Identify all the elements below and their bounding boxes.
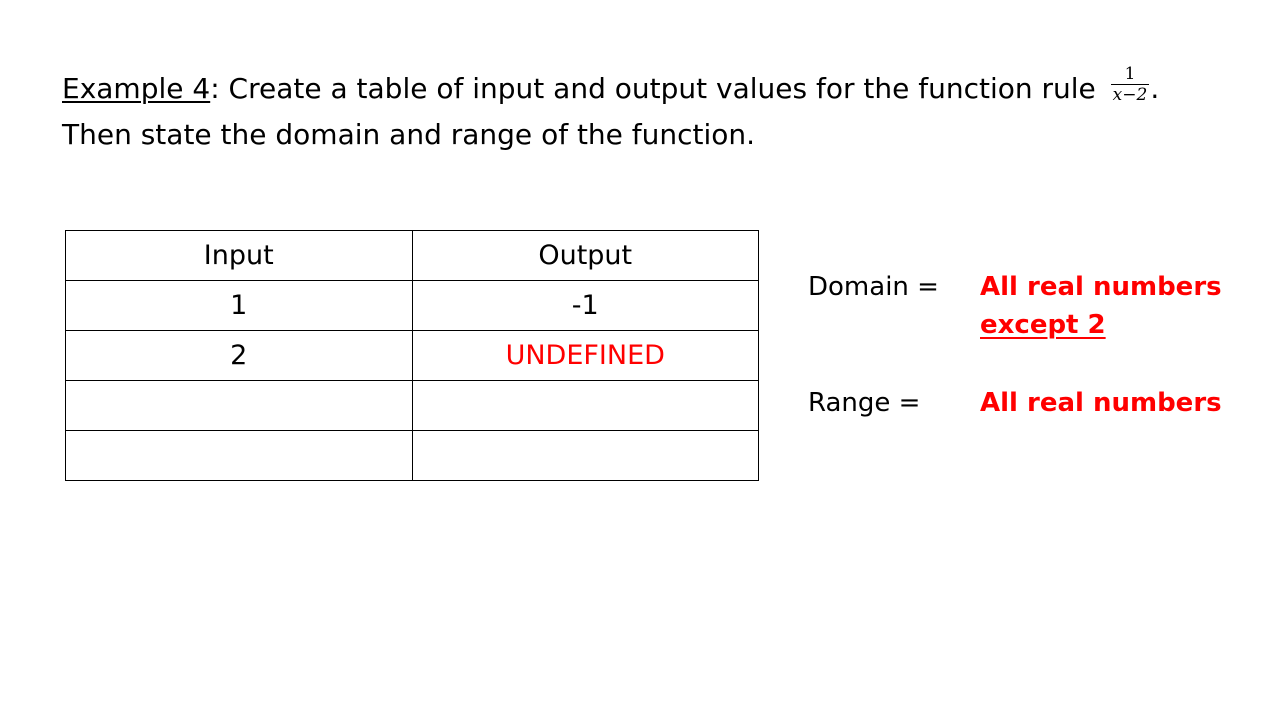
range-label: Range = [808, 388, 921, 418]
input-cell: 1 [65, 280, 413, 331]
heading-line1-text: : Create a table of input and output val… [210, 72, 1105, 105]
header-input: Input [65, 230, 413, 281]
table-row [65, 430, 759, 481]
fraction-denominator: x−2 [1112, 84, 1148, 105]
heading-line1-end: . [1150, 72, 1160, 105]
fraction-numerator: 1 [1110, 64, 1150, 85]
domain-label: Domain = [808, 272, 939, 302]
input-cell [65, 430, 413, 481]
output-cell: -1 [411, 280, 759, 331]
output-cell [411, 430, 759, 481]
input-output-table: Input Output 1 -1 2 UNDEFINED [65, 230, 759, 481]
input-cell: 2 [65, 330, 413, 381]
domain-value-line1: All real numbers [980, 272, 1222, 302]
heading-line-2: Then state the domain and range of the f… [62, 118, 756, 151]
problem-heading: Example 4: Create a table of input and o… [62, 64, 1262, 158]
table-row: 2 UNDEFINED [65, 330, 759, 381]
example-label: Example 4 [62, 72, 211, 105]
domain-value-line2: except 2 [980, 310, 1106, 340]
output-cell [411, 380, 759, 431]
input-cell [65, 380, 413, 431]
output-cell-undefined: UNDEFINED [411, 330, 759, 381]
range-value: All real numbers [980, 388, 1222, 418]
heading-line-1: Example 4: Create a table of input and o… [62, 64, 1262, 112]
table-header-row: Input Output [65, 230, 759, 281]
table-row [65, 380, 759, 431]
table-row: 1 -1 [65, 280, 759, 331]
header-output: Output [411, 230, 759, 281]
